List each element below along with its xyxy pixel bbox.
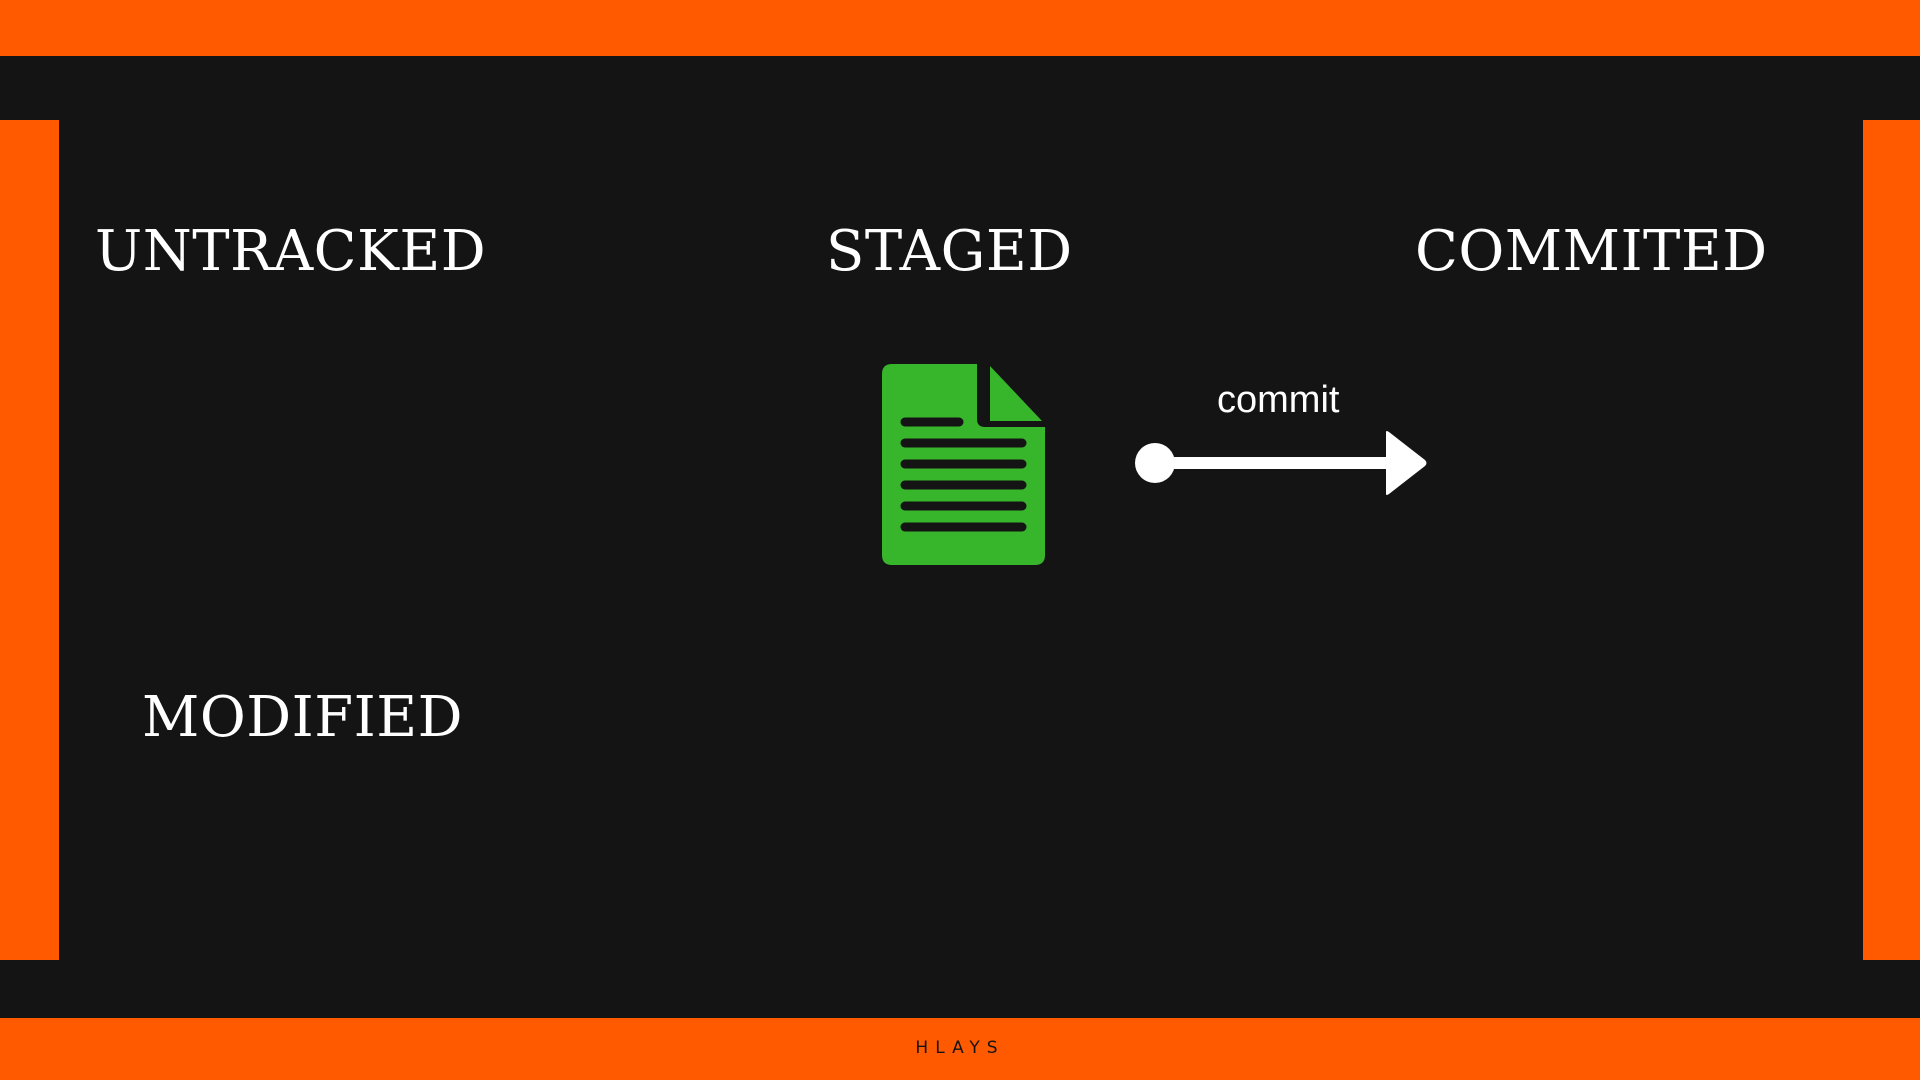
document-icon-lines <box>900 417 1027 532</box>
right-border-bar <box>1863 120 1920 960</box>
top-border-bar <box>0 0 1920 56</box>
state-label-untracked: UNTRACKED <box>95 219 487 284</box>
state-label-staged: STAGED <box>826 219 1073 284</box>
arrow-shaft <box>1155 457 1403 469</box>
state-label-modified: MODIFIED <box>142 685 464 750</box>
left-border-bar <box>0 120 59 960</box>
bottom-border-bar <box>0 1018 1920 1080</box>
arrow-right-icon <box>1135 431 1427 495</box>
state-label-commited: COMMITED <box>1415 219 1768 284</box>
transition-label-commit: commit <box>1217 379 1340 421</box>
document-icon-fold <box>990 366 1042 421</box>
footer-brand: HLAYS <box>915 1038 1005 1058</box>
document-icon <box>882 364 1045 565</box>
arrow-head <box>1386 431 1427 495</box>
